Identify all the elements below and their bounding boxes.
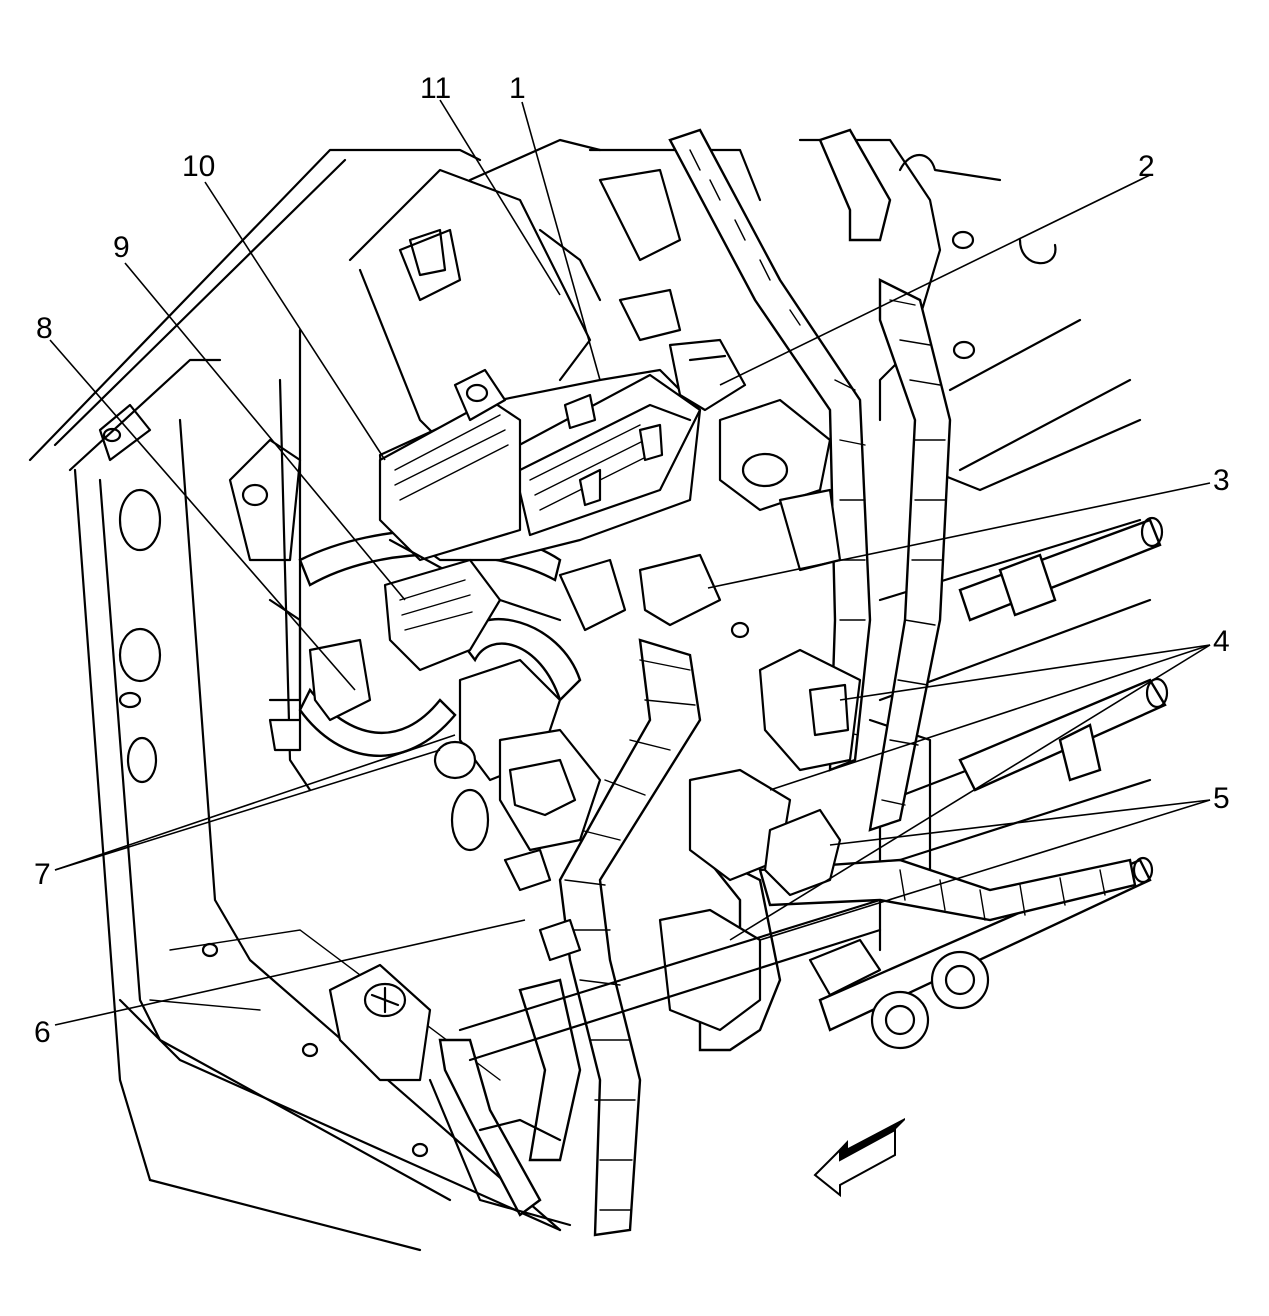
leader-6 [54,919,526,1026]
callout-8: 8 [36,312,53,345]
leader-5b [759,799,1211,941]
connector-2 [598,168,747,412]
callout-11: 11 [420,72,452,105]
wiring-harness [298,128,1137,1237]
callout-4: 4 [1213,625,1230,658]
callout-3: 3 [1213,464,1230,497]
leader-7a [54,734,456,871]
callout-7: 7 [34,858,51,891]
callout-10: 10 [182,150,216,183]
connectors-center-cluster [268,553,750,962]
connectors-right-cluster [658,398,862,1032]
lower-bracket [328,898,882,1227]
leader-3 [707,482,1211,589]
leader-8 [49,339,356,691]
callout-5: 5 [1213,782,1230,815]
leader-10 [204,181,386,461]
forward-direction-arrow-icon [813,1118,905,1198]
callout-6: 6 [34,1016,51,1049]
control-module [378,368,702,622]
leader-5a [829,799,1211,846]
leader-4b [769,644,1211,791]
leader-9 [124,262,406,601]
upper-bracket [348,138,602,442]
leader-11 [439,99,561,296]
callout-1: 1 [509,72,526,105]
left-frame-panel [28,148,562,1252]
leader-4a [839,644,1211,701]
leader-7b [54,749,441,871]
leader-1 [521,101,601,381]
callout-2: 2 [1138,150,1155,183]
leader-2 [719,174,1151,386]
leader-lines [49,99,1211,1026]
leader-4c [729,644,1211,941]
callout-9: 9 [113,231,130,264]
